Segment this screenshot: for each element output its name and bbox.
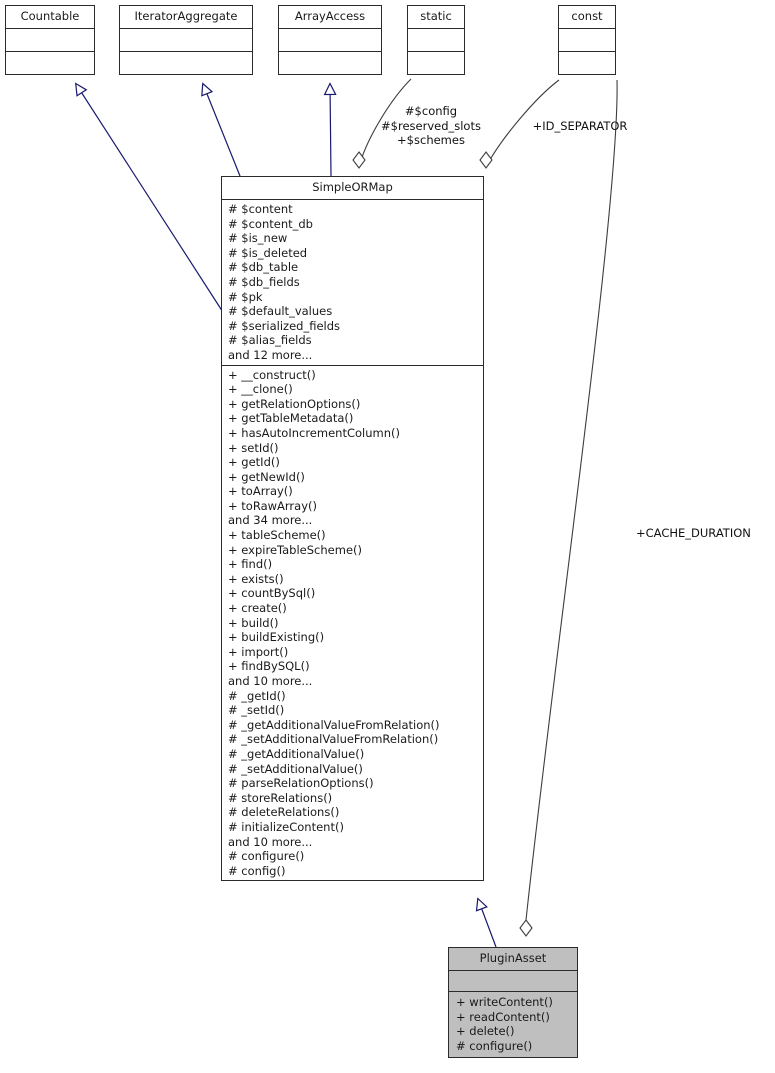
method-row: + getTableMetadata() <box>228 411 354 426</box>
method-row: + tableScheme() <box>228 528 326 543</box>
class-methods-arrayaccess <box>279 52 381 74</box>
class-title-pluginasset: PluginAsset <box>449 948 577 971</box>
class-methods-pluginasset: + writeContent()+ readContent()+ delete(… <box>449 992 577 1057</box>
method-row: + __construct() <box>228 367 316 382</box>
method-row: + __clone() <box>228 382 293 397</box>
class-methods-countable <box>6 52 94 74</box>
method-row: + setId() <box>228 440 279 455</box>
method-row: + find() <box>228 557 273 572</box>
attribute-row: and 12 more... <box>228 347 313 362</box>
method-row: and 10 more... <box>228 674 313 688</box>
method-row: # config() <box>228 863 286 878</box>
method-row: + hasAutoIncrementColumn() <box>228 425 400 440</box>
class-title-arrayaccess: ArrayAccess <box>279 6 381 29</box>
method-row: and 34 more... <box>228 513 313 528</box>
class-title-iteratoraggregate: IteratorAggregate <box>120 6 252 29</box>
class-methods-iteratoraggregate <box>120 52 252 74</box>
method-row: # deleteRelations() <box>228 805 340 820</box>
class-methods-const <box>559 52 615 74</box>
edge-simpleormap-countable <box>76 84 229 321</box>
class-attributes-simpleormap: # $content# $content_db# $is_new# $is_de… <box>222 200 483 366</box>
class-methods-simpleormap: + __construct()+ __clone()+ getRelationO… <box>222 366 483 881</box>
method-row: + getRelationOptions() <box>228 396 361 411</box>
edge-label-static-simpleormap: #$config #$reserved_slots +$schemes <box>372 104 490 148</box>
attribute-row: # $alias_fields <box>228 333 312 348</box>
edge-simpleormap-iteratoraggregate <box>203 84 241 177</box>
attribute-row: # $db_table <box>228 260 299 275</box>
edge-label-const-simpleormap: +ID_SEPARATOR <box>523 119 637 134</box>
method-row: + readContent() <box>456 1009 550 1024</box>
method-row: + writeContent() <box>456 995 553 1009</box>
class-methods-static <box>408 52 464 74</box>
attribute-row: # $content_db <box>228 216 313 231</box>
method-row: # _getId() <box>228 688 286 703</box>
method-row: + findBySQL() <box>228 659 310 674</box>
method-row: and 10 more... <box>228 834 313 849</box>
attribute-row: # $is_new <box>228 231 288 246</box>
method-row: # configure() <box>456 1038 533 1053</box>
method-row: + toRawArray() <box>228 498 317 513</box>
method-row: # configure() <box>228 849 305 864</box>
attribute-row: # $is_deleted <box>228 245 308 260</box>
class-title-const: const <box>559 6 615 29</box>
class-attributes-const <box>559 29 615 52</box>
method-row: + countBySql() <box>228 586 316 601</box>
method-row: # _setAdditionalValueFromRelation() <box>228 732 439 747</box>
class-attributes-pluginasset <box>449 971 577 992</box>
class-box-iteratoraggregate[interactable]: IteratorAggregate <box>119 5 253 75</box>
edge-label-line-config: #$config <box>404 104 458 118</box>
class-box-pluginasset[interactable]: PluginAsset + writeContent()+ readConten… <box>448 947 578 1059</box>
method-row: + create() <box>228 601 287 616</box>
method-row: # _setId() <box>228 703 285 718</box>
method-row: + expireTableScheme() <box>228 542 362 557</box>
method-row: + toArray() <box>228 484 293 499</box>
class-box-arrayaccess[interactable]: ArrayAccess <box>278 5 382 75</box>
method-row: # _getAdditionalValue() <box>228 746 365 761</box>
class-title-simpleormap: SimpleORMap <box>222 177 483 200</box>
method-row: # _setAdditionalValue() <box>228 761 363 776</box>
method-row: + getNewId() <box>228 469 305 484</box>
edge-label-cache-duration: +CACHE_DURATION <box>636 526 751 540</box>
method-row: + build() <box>228 615 279 630</box>
class-attributes-countable <box>6 29 94 52</box>
attribute-row: # $serialized_fields <box>228 318 341 333</box>
edge-simpleormap-arrayaccess <box>330 84 331 177</box>
method-row: + delete() <box>456 1024 515 1039</box>
method-row: + import() <box>228 644 289 659</box>
edge-label-const-pluginasset: +CACHE_DURATION <box>636 526 772 541</box>
edge-label-id-separator: +ID_SEPARATOR <box>532 119 628 133</box>
method-row: # _getAdditionalValueFromRelation() <box>228 717 440 732</box>
edge-label-line-schemes: +$schemes <box>397 133 465 147</box>
edge-label-line-reserved-slots: #$reserved_slots <box>381 118 481 133</box>
attribute-row: # $db_fields <box>228 274 300 289</box>
method-row: + buildExisting() <box>228 630 325 645</box>
method-row: + getId() <box>228 455 280 470</box>
method-row: # initializeContent() <box>228 819 344 834</box>
class-box-simpleormap[interactable]: SimpleORMap # $content# $content_db# $is… <box>221 176 484 882</box>
method-row: + exists() <box>228 571 284 586</box>
method-row: # storeRelations() <box>228 790 333 805</box>
attribute-row: # $content <box>228 202 293 216</box>
class-attributes-static <box>408 29 464 52</box>
attribute-row: # $default_values <box>228 304 333 319</box>
class-box-static[interactable]: static <box>407 5 465 75</box>
class-box-const[interactable]: const <box>558 5 616 75</box>
class-box-countable[interactable]: Countable <box>5 5 95 75</box>
class-attributes-iteratoraggregate <box>120 29 252 52</box>
attribute-row: # $pk <box>228 289 263 304</box>
edge-pluginasset-simpleormap <box>478 899 497 948</box>
class-title-countable: Countable <box>6 6 94 29</box>
class-attributes-arrayaccess <box>279 29 381 52</box>
method-row: # parseRelationOptions() <box>228 776 374 791</box>
class-title-static: static <box>408 6 464 29</box>
edge-const-pluginasset <box>519 79 618 937</box>
